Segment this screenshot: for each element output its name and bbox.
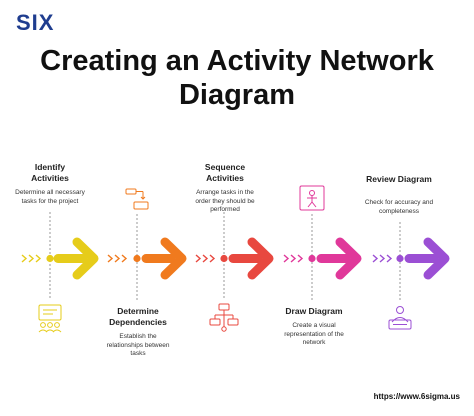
step-2-segment bbox=[107, 188, 187, 300]
step-3-segment bbox=[195, 212, 274, 332]
reviewer-icon bbox=[388, 306, 412, 330]
step-5-desc: Check for accuracy and completeness bbox=[364, 199, 434, 215]
step-5-chevrons bbox=[372, 254, 393, 263]
drawing-board-icon bbox=[299, 185, 325, 211]
step-4-segment bbox=[283, 185, 362, 300]
step-4-label: Draw Diagram bbox=[285, 306, 343, 316]
flow-steps-icon bbox=[125, 188, 149, 210]
footer-url: https://www.6sigma.us bbox=[373, 392, 460, 401]
step-2-arrow bbox=[160, 237, 187, 280]
brand-logo: SIX bbox=[16, 10, 55, 35]
step-3-node bbox=[220, 254, 228, 263]
step-4-desc: Create a visual representation of the ne… bbox=[284, 322, 344, 346]
step-2-label: Determine Dependencies bbox=[109, 306, 167, 327]
step-5-segment bbox=[372, 222, 450, 330]
page-title: Creating an Activity Network Diagram bbox=[0, 44, 474, 112]
step-1-node bbox=[46, 254, 54, 263]
step-4-chevrons bbox=[283, 254, 304, 263]
step-2-chevrons bbox=[107, 254, 128, 263]
step-1-chevrons bbox=[21, 254, 42, 263]
title-line-2: Diagram bbox=[178, 79, 296, 111]
step-3-desc: Arrange tasks in the order they should b… bbox=[195, 189, 255, 213]
step-3-chevrons bbox=[195, 254, 216, 263]
step-2-desc: Establish the relationships between task… bbox=[106, 333, 170, 357]
step-1-segment bbox=[21, 212, 99, 333]
step-1-desc: Determine all necessary tasks for the pr… bbox=[15, 189, 85, 205]
network-diagram-icon bbox=[209, 303, 239, 332]
step-3-arrow bbox=[247, 237, 274, 280]
title-line-1: Creating an Activity Network bbox=[40, 45, 434, 77]
people-checklist-icon bbox=[38, 304, 62, 333]
step-4-node bbox=[308, 254, 316, 263]
step-1-label: Identify Activities bbox=[31, 162, 69, 183]
step-4-arrow bbox=[335, 237, 362, 280]
step-5-arrow bbox=[423, 237, 450, 280]
step-2-node bbox=[133, 254, 141, 263]
step-5-node bbox=[396, 254, 404, 263]
step-1-arrow bbox=[72, 237, 99, 280]
step-5-label: Review Diagram bbox=[366, 174, 432, 184]
step-3-label: Sequence Activities bbox=[204, 162, 246, 183]
